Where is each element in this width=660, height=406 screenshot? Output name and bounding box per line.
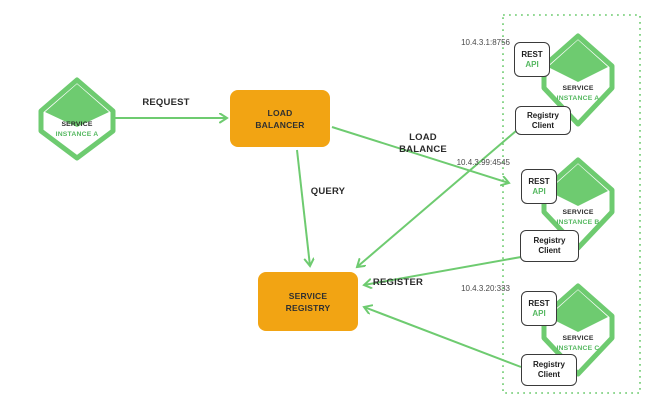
instance-b-rest-api-box: REST API — [521, 169, 557, 204]
instance-a-label: SERVICE INSTANCE A — [556, 85, 600, 102]
register-arrow-c — [364, 307, 522, 368]
service-registry-node: SERVICE REGISTRY — [258, 272, 358, 331]
instance-c-rest-api-box: REST API — [521, 291, 557, 326]
query-label: QUERY — [310, 186, 346, 197]
instance-b-ip: 10.4.3.99:4545 — [456, 158, 510, 167]
load-balance-arrow — [331, 126, 509, 183]
instance-b-registry-client-box: Registry Client — [520, 230, 579, 262]
load-balancer-node: LOAD BALANCER — [230, 90, 330, 147]
client-instance-text: INSTANCE A — [55, 130, 99, 138]
instance-a-rest-api-box: REST API — [514, 42, 550, 77]
register-label: REGISTER — [372, 277, 424, 288]
client-instance-label: SERVICE INSTANCE A — [37, 120, 117, 139]
instance-a-registry-client-box: Registry Client — [515, 106, 571, 135]
query-arrow — [296, 149, 310, 266]
request-label: REQUEST — [142, 97, 190, 108]
instance-c-registry-client-box: Registry Client — [521, 354, 577, 386]
cluster-boundary — [502, 14, 641, 394]
load-balance-label: LOAD BALANCE — [399, 132, 447, 155]
register-arrow-b — [364, 256, 522, 285]
register-arrow-a — [357, 130, 517, 267]
service-hexagon-icon — [38, 77, 116, 161]
instance-c-ip: 10.4.3.20:333 — [461, 284, 510, 293]
client-service-text: SERVICE — [61, 121, 93, 128]
instance-c-label: SERVICE INSTANCE C — [556, 335, 600, 352]
instance-a-ip: 10.4.3.1:8756 — [461, 38, 510, 47]
instance-b-label: SERVICE INSTANCE B — [556, 209, 600, 226]
